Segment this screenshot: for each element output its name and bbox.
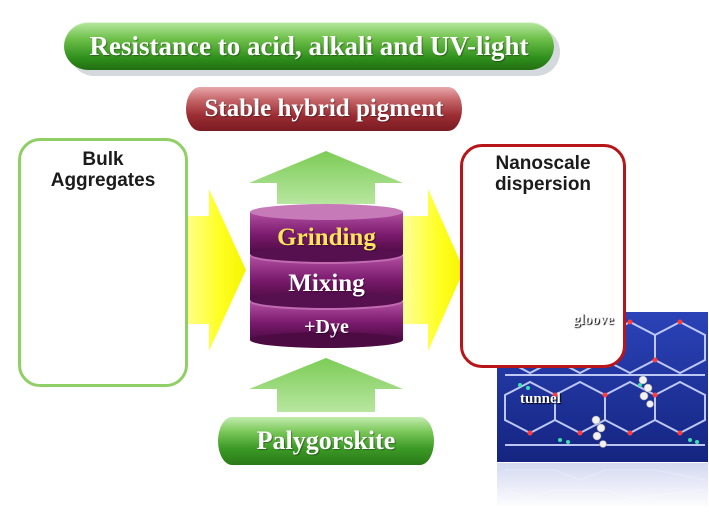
nanoscale-dispersion-panel: Nanoscale dispersion	[460, 144, 626, 368]
nanoscale-title-line1: Nanoscale	[495, 153, 591, 174]
arrow-up-top	[249, 151, 403, 204]
process-stack	[250, 204, 403, 348]
resistance-banner-text: Resistance to acid, alkali and UV-light	[89, 30, 529, 61]
palygorskite-text: Palygorskite	[256, 426, 396, 455]
groove-label: gloove	[573, 312, 614, 328]
crystal-reflection	[497, 463, 708, 508]
resistance-banner: Resistance to acid, alkali and UV-light	[64, 22, 554, 70]
step-dye: +Dye	[304, 316, 349, 338]
bulk-title-line2: Aggregates	[50, 170, 156, 191]
palygorskite-banner: Palygorskite	[218, 417, 434, 465]
tunnel-label: tunnel	[520, 391, 561, 407]
stable-pigment-banner: Stable hybrid pigment	[186, 87, 462, 131]
stable-pigment-text: Stable hybrid pigment	[204, 95, 444, 122]
arrow-up-bottom	[249, 358, 403, 412]
arrow-left-to-stack	[181, 189, 246, 351]
bulk-aggregates-panel: Bulk Aggregates	[18, 138, 188, 387]
arrow-stack-to-right	[403, 189, 464, 351]
nanoscale-title-line2: dispersion	[494, 174, 592, 195]
step-mixing: Mixing	[288, 270, 365, 297]
step-grinding: Grinding	[277, 224, 376, 251]
bulk-title-line1: Bulk	[82, 149, 124, 170]
